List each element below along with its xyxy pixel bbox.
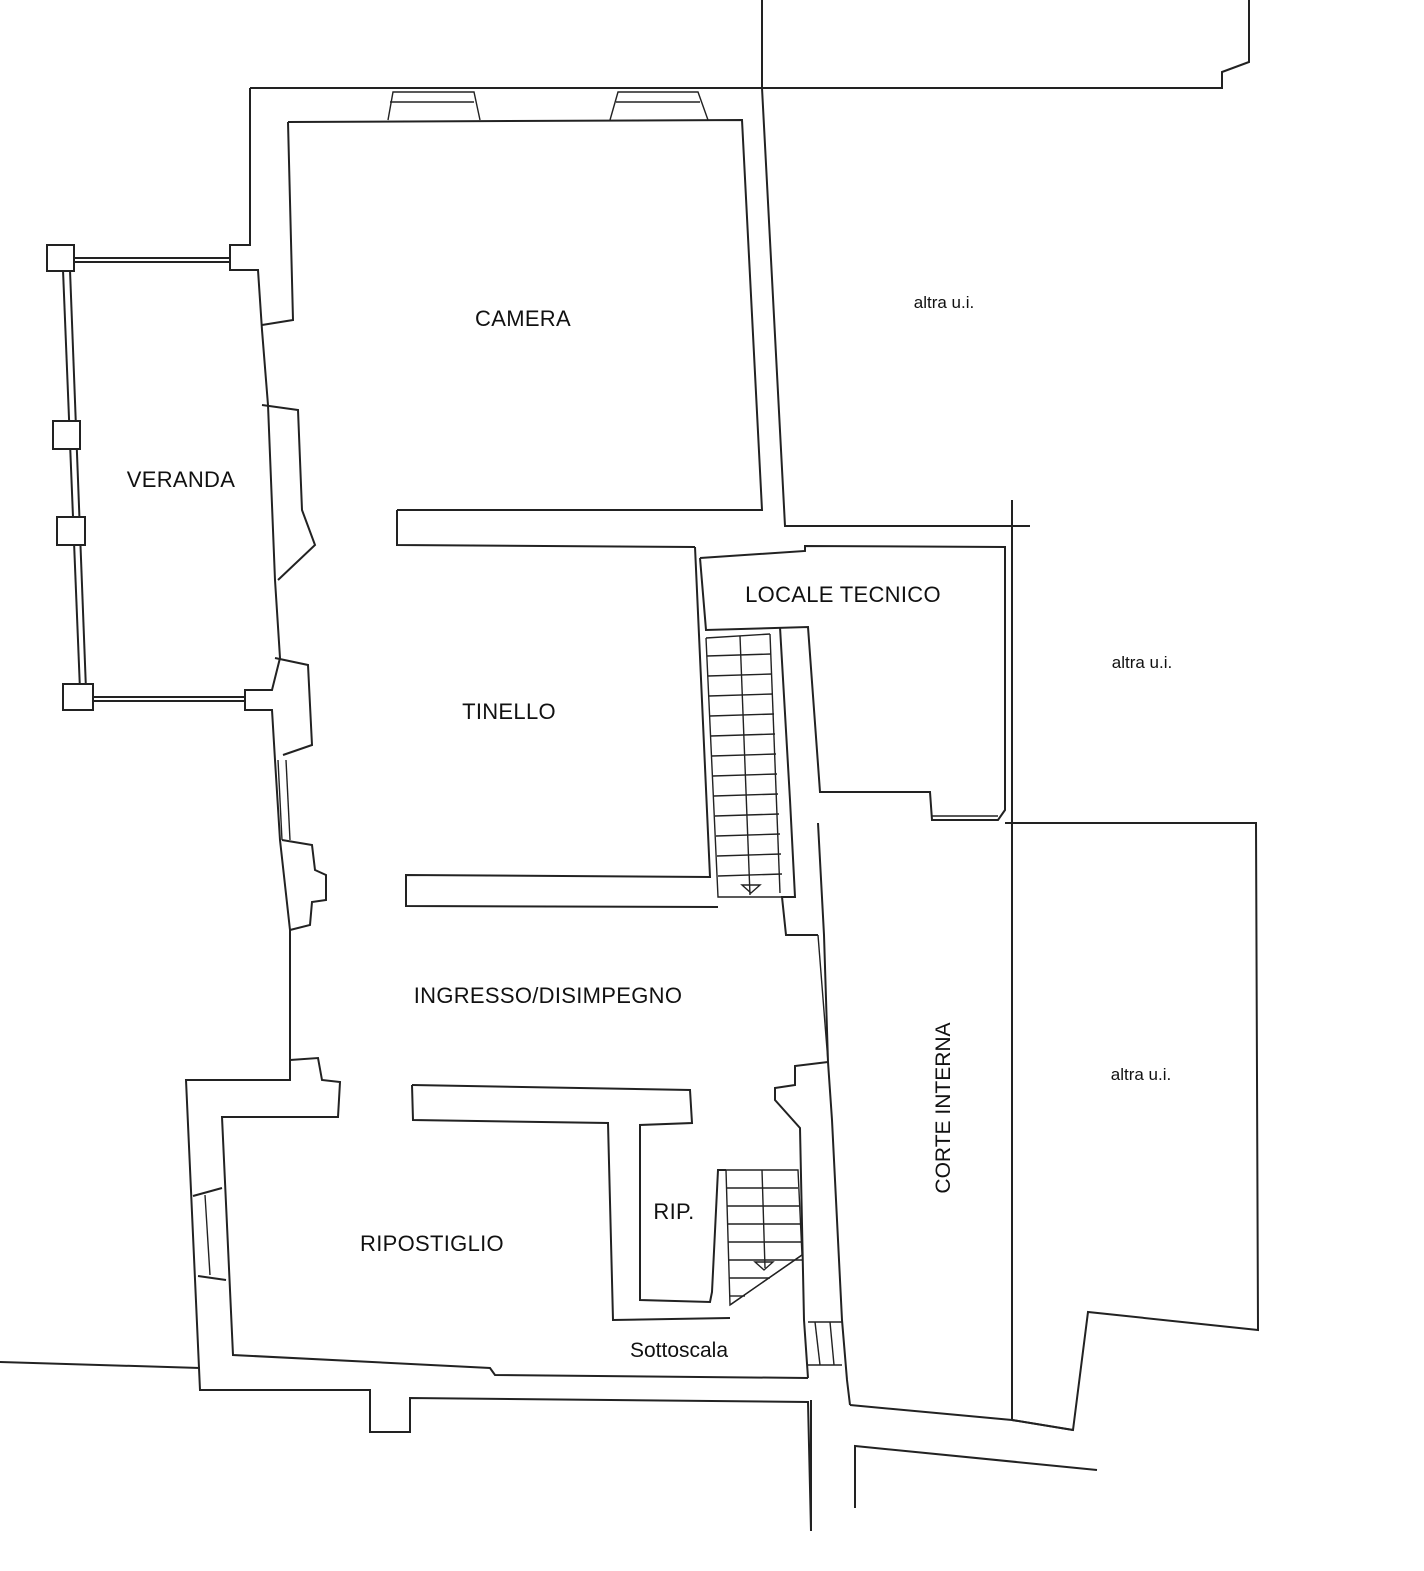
lower-staircase — [725, 1169, 803, 1307]
neighbor-labels: altra u.i. altra u.i. altra u.i. — [914, 293, 1172, 1084]
label-sottoscala: Sottoscala — [630, 1339, 728, 1362]
label-tinello: TINELLO — [462, 699, 556, 724]
label-camera: CAMERA — [475, 306, 571, 331]
room-labels: CAMERA VERANDA TINELLO LOCALE TECNICO IN… — [127, 306, 955, 1362]
label-veranda: VERANDA — [127, 467, 235, 492]
label-neighbor-middle: altra u.i. — [1112, 653, 1172, 672]
label-neighbor-bottom: altra u.i. — [1111, 1065, 1171, 1084]
veranda-structure — [46, 244, 245, 711]
label-locale-tecnico: LOCALE TECNICO — [745, 582, 941, 607]
label-neighbor-top: altra u.i. — [914, 293, 974, 312]
label-ingresso: INGRESSO/DISIMPEGNO — [414, 983, 683, 1008]
upper-staircase — [705, 633, 783, 898]
inner-walls — [192, 91, 1006, 1379]
label-ripostiglio: RIPOSTIGLIO — [360, 1231, 504, 1256]
label-corte-interna: CORTE INTERNA — [932, 1022, 955, 1193]
label-rip: RIP. — [653, 1199, 694, 1224]
neighbor-boundaries — [0, 0, 1260, 1531]
outer-wall — [184, 88, 851, 1532]
